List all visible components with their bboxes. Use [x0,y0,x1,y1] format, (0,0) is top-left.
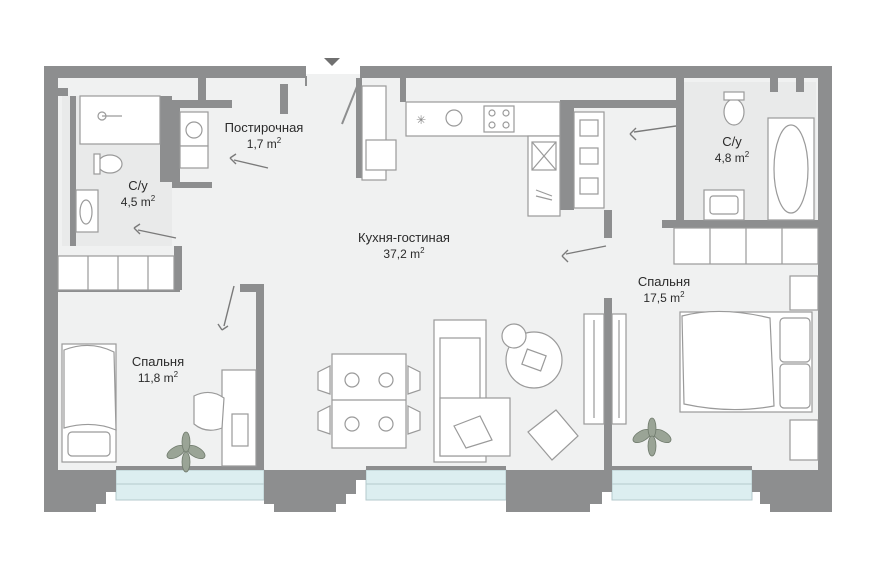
windows [115,469,753,501]
room-name: Спальня [637,274,691,289]
svg-text:✳: ✳ [416,113,426,127]
kitchen-counter [405,101,561,137]
room-name: Спальня [131,354,185,369]
room-label-bedroom-right: Спальня 17,5 m2 [622,274,706,306]
toilet-icon-right [723,98,745,126]
plant-icon [166,417,672,473]
room-name: Постирочная [224,120,304,135]
chair-left-bedroom [193,391,225,431]
room-label-bathroom-left: С/у 4,5 m2 [104,178,172,210]
room-area: 4,5 m [120,195,151,210]
room-area: 17,5 m [643,291,681,306]
room-name: С/у [128,178,148,193]
room-area: 37,2 m [383,247,421,262]
furniture: ✳ [57,85,819,467]
stove-icon [483,105,515,133]
wardrobe-left [57,255,175,291]
dining-table-icon [331,353,407,449]
desk [221,369,257,467]
dishwasher-icon [445,109,463,127]
room-label-bedroom-left: Спальня 11,8 m2 [116,354,200,386]
entrance-arrow-icon [324,58,340,66]
entrance-door [305,76,359,125]
room-area: 1,7 m [246,137,277,152]
room-area: 11,8 m [137,371,174,386]
room-label-bathroom-right: С/у 4,8 m2 [698,134,766,166]
toilet-icon [97,154,123,174]
door-arrows [133,125,677,331]
armchair-icon [527,409,579,461]
room-name: С/у [722,134,742,149]
room-label-kitchen-living: Кухня-гостиная 37,2 m2 [334,230,474,262]
room-label-laundry: Постирочная 1,7 m2 [212,120,316,152]
door-arrow-icon [137,229,177,239]
room-name: Кухня-гостиная [358,230,450,245]
room-area: 4,8 m [714,151,745,166]
shower-tray [79,95,161,145]
